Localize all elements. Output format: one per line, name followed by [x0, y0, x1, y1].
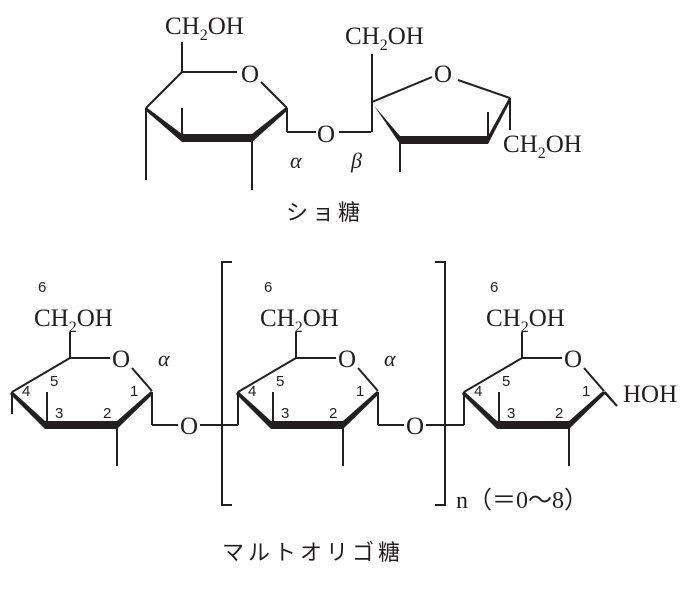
ring-oxygen: O: [112, 346, 130, 373]
carbon-2-label: 2: [329, 405, 337, 422]
bond: [357, 367, 379, 392]
carbon-1-label: 1: [356, 383, 364, 400]
ring-oxygen: O: [434, 61, 452, 88]
maltooligosaccharide-caption: マルトオリゴ糖: [222, 541, 404, 566]
bond: [371, 76, 433, 103]
wedge-bond: [569, 391, 605, 429]
ch2oh-label: CH2OH: [345, 23, 424, 54]
carbon-4-label: 4: [248, 383, 256, 400]
bond: [131, 367, 153, 392]
wedge-bond: [343, 391, 379, 429]
carbon-6-label: 6: [38, 279, 46, 296]
repeat-count-label: n（＝0～8）: [456, 488, 588, 514]
carbon-5-label: 5: [50, 373, 58, 390]
wedge-bond: [252, 107, 288, 142]
glycosidic-oxygen: O: [406, 413, 424, 440]
bond: [457, 79, 511, 99]
carbon-3-label: 3: [281, 405, 289, 422]
wedge-bond: [488, 98, 511, 144]
right-bracket: [435, 261, 446, 506]
hoh-label: HOH: [623, 381, 677, 408]
ring-oxygen: O: [338, 346, 356, 373]
carbon-4-label: 4: [474, 383, 482, 400]
sucrose-caption: ショ糖: [286, 201, 364, 226]
bond: [260, 81, 288, 109]
carbon-1-label: 1: [130, 383, 138, 400]
sucrose-structure: CH2OH O O α β CH2OH O: [145, 13, 582, 226]
bond: [237, 357, 297, 393]
bond: [11, 357, 71, 393]
fructose-ring: CH2OH O CH2OH: [339, 23, 582, 172]
bond: [583, 367, 605, 392]
carbon-1-label: 1: [582, 383, 590, 400]
alpha-label: α: [158, 346, 170, 371]
ch2oh-label: CH2OH: [486, 305, 565, 336]
wedge-bond: [236, 391, 271, 429]
glycosidic-oxygen: O: [180, 413, 198, 440]
alpha-label: α: [384, 346, 396, 371]
carbon-5-label: 5: [502, 373, 510, 390]
ch2oh-label: CH2OH: [34, 305, 113, 336]
wedge-bond: [117, 391, 153, 429]
wedge-bond: [497, 421, 569, 429]
ring-oxygen: O: [564, 346, 582, 373]
ch2oh-label: CH2OH: [260, 305, 339, 336]
left-bracket: [221, 261, 232, 506]
wedge-bond: [371, 102, 400, 144]
ch2oh-label: CH2OH: [503, 131, 582, 162]
wedge-bond: [271, 421, 343, 429]
carbon-4-label: 4: [22, 383, 30, 400]
wedge-bond: [45, 421, 117, 429]
wedge-bond: [10, 391, 45, 429]
wedge-bond: [182, 134, 252, 142]
carbon-6-label: 6: [490, 279, 498, 296]
glycosidic-oxygen: O: [317, 121, 335, 148]
bond: [145, 71, 183, 109]
carbon-5-label: 5: [276, 373, 284, 390]
ch2oh-label: CH2OH: [165, 13, 244, 44]
bond: [463, 357, 523, 393]
carbon-2-label: 2: [103, 405, 111, 422]
bond: [604, 391, 618, 407]
carbon-3-label: 3: [507, 405, 515, 422]
wedge-bond: [400, 136, 488, 144]
carbon-2-label: 2: [555, 405, 563, 422]
ring-oxygen: O: [241, 61, 259, 88]
carbon-3-label: 3: [55, 405, 63, 422]
alpha-label: α: [290, 148, 302, 173]
beta-label: β: [350, 148, 362, 173]
glucose-ring: CH2OH O: [145, 13, 316, 190]
carbon-6-label: 6: [264, 279, 272, 296]
wedge-bond: [462, 391, 497, 429]
wedge-bond: [145, 107, 182, 142]
